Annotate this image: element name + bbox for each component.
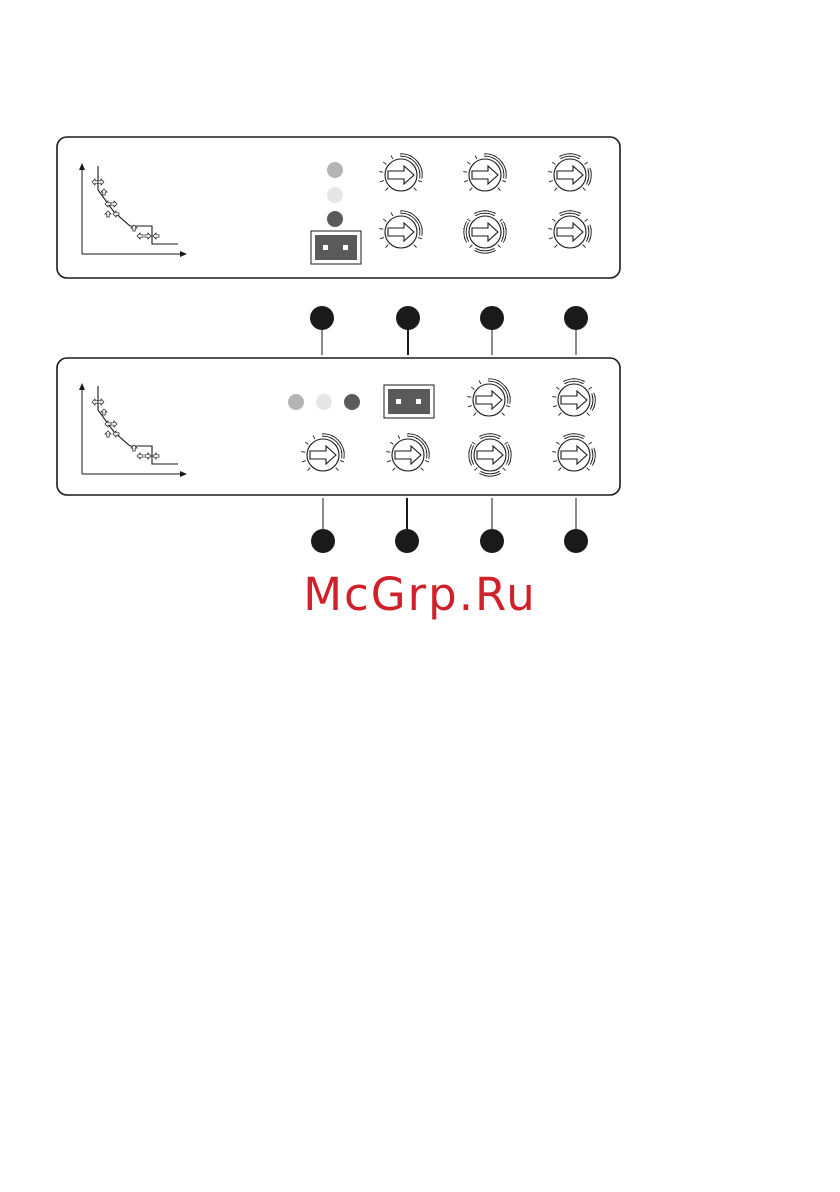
callout-marker-icon [480, 306, 504, 330]
callout-marker-icon [564, 529, 588, 553]
callout-marker-icon [395, 529, 419, 553]
callout-marker-icon [396, 306, 420, 330]
callout-marker-8 [564, 498, 588, 553]
callout-marker-4 [564, 306, 588, 355]
callout-marker-icon [480, 529, 504, 553]
indicator-led-light [288, 394, 304, 410]
callout-marker-6 [395, 498, 419, 553]
knob-tick [548, 229, 552, 230]
knob-tick [552, 452, 556, 453]
callout-marker-icon [564, 306, 588, 330]
indicator-led-dark [344, 394, 360, 410]
callout-marker-5 [311, 498, 335, 553]
knob-tick [386, 452, 390, 453]
callout-marker-7 [480, 498, 504, 553]
callout-marker-icon [311, 529, 335, 553]
callout-marker-icon [310, 306, 334, 330]
two-position-switch [384, 385, 434, 418]
callout-marker-3 [480, 306, 504, 355]
knob-tick [379, 229, 383, 230]
switch-contact [343, 245, 348, 250]
knob-tick [548, 172, 552, 173]
indicator-led-pale [327, 187, 343, 203]
two-position-switch [311, 231, 361, 264]
callout-marker-1 [310, 306, 334, 355]
indicator-led-pale [316, 394, 332, 410]
knob-tick [463, 172, 467, 173]
knob-tick [379, 172, 383, 173]
switch-contact [323, 245, 328, 250]
callout-marker-2 [396, 306, 420, 355]
switch-body [388, 389, 430, 414]
knob-tick [467, 397, 471, 398]
indicator-led-light [327, 162, 343, 178]
watermark-text: McGrp.Ru [303, 568, 537, 621]
indicator-led-dark [327, 211, 343, 227]
watermark: McGrp.Ru [0, 568, 840, 621]
switch-body [315, 235, 357, 260]
switch-contact [396, 399, 401, 404]
knob-tick [301, 452, 305, 453]
switch-contact [416, 399, 421, 404]
knob-tick [552, 397, 556, 398]
